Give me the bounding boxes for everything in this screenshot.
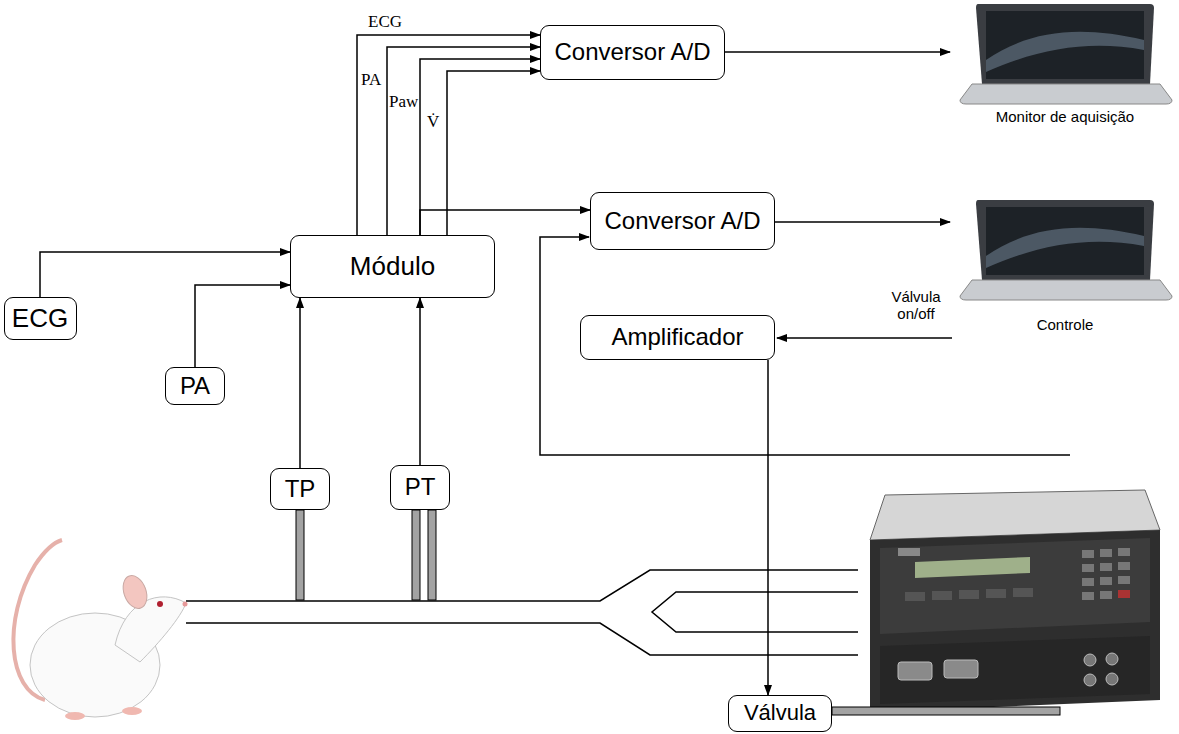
device-logo (898, 548, 920, 556)
signal-connector (420, 59, 540, 235)
box-label: PT (405, 474, 436, 500)
device-keypad (1082, 548, 1130, 600)
caption-label: Válvula on/off (884, 288, 948, 322)
key (1118, 562, 1130, 570)
button (959, 590, 979, 599)
valve-box: Válvula (728, 695, 832, 732)
rat-head (115, 597, 186, 662)
sensor-box: PA (165, 367, 225, 405)
device-body (870, 530, 1160, 712)
signal-connector (419, 298, 421, 465)
ventilator-wire (540, 237, 1070, 455)
signal-name: V̇ (427, 112, 439, 131)
device-connector (1106, 673, 1118, 685)
signal-connector (767, 360, 769, 695)
signal-connector (357, 35, 540, 235)
box-label: Conversor A/D (554, 39, 710, 65)
button (905, 592, 925, 601)
module-box: Módulo (290, 235, 495, 298)
data-wire (775, 221, 950, 223)
transducer-box: TP (270, 468, 330, 510)
sensor-box: ECG (4, 297, 77, 340)
button (1013, 588, 1033, 597)
rat-ear (119, 572, 151, 611)
screen-glare (986, 32, 1144, 72)
device-port (898, 662, 932, 680)
device-panel (880, 538, 1150, 634)
laptop-lid (976, 4, 1154, 84)
key (1100, 563, 1112, 571)
key (1100, 577, 1112, 585)
signal-connector (387, 47, 540, 235)
sensor-stem (428, 510, 436, 600)
device-buttons (905, 588, 1033, 601)
amplifier-box: Amplificador (580, 315, 775, 360)
laptop-lid (976, 200, 1154, 280)
box-label: PA (180, 373, 210, 399)
box-label: Válvula (744, 701, 816, 725)
signal-name: Paw (389, 92, 418, 111)
rat-foot (65, 712, 85, 720)
device-lower-panel (880, 636, 1150, 704)
rat-illustration (13, 540, 187, 720)
key (1118, 548, 1130, 556)
key (1100, 549, 1112, 557)
sensor-stem (296, 510, 304, 600)
valve-outlet (832, 707, 1060, 715)
signal-name: PA (361, 70, 381, 89)
button (986, 589, 1006, 598)
converter-box: Conversor A/D (590, 192, 775, 250)
sensor-stem (412, 510, 420, 600)
rat-nose (183, 602, 188, 607)
button (932, 591, 952, 600)
laptop-screen (986, 207, 1144, 275)
rat-foot (122, 707, 142, 715)
signal-connector (420, 210, 590, 235)
key (1100, 591, 1112, 599)
device-port (944, 660, 978, 678)
tube-wall (186, 570, 858, 601)
screen-glare (986, 228, 1144, 268)
key (1118, 590, 1130, 598)
box-label: Conversor A/D (604, 208, 760, 234)
device-connector (1106, 653, 1118, 665)
laptop-icon (960, 200, 1172, 300)
laptop-icon (960, 4, 1172, 104)
converter-box: Conversor A/D (540, 25, 725, 80)
caption-label: Controle (1000, 316, 1130, 333)
key (1082, 592, 1094, 600)
box-label: Amplificador (611, 324, 743, 350)
device-connector (1084, 674, 1096, 686)
laptop-base (960, 84, 1172, 104)
device-display (915, 557, 1030, 578)
key (1082, 564, 1094, 572)
signal-connector (40, 252, 290, 297)
caption-label: Monitor de aquisição (955, 108, 1175, 125)
signal-name: ECG (368, 12, 402, 31)
box-label: TP (285, 476, 316, 502)
box-label: ECG (12, 304, 68, 333)
laptop-base (960, 280, 1172, 300)
signal-connector (299, 298, 301, 468)
data-wire (725, 51, 950, 53)
key (1082, 578, 1094, 586)
tube-wall (186, 623, 858, 655)
ventilator-device (870, 490, 1160, 712)
airway-tube (186, 570, 858, 655)
key (1118, 576, 1130, 584)
tube-wall (652, 592, 858, 632)
control-wire (777, 337, 952, 339)
key (1082, 550, 1094, 558)
laptop-screen (986, 11, 1144, 79)
box-label: Módulo (350, 252, 435, 281)
transducer-box: PT (390, 465, 450, 510)
device-connector (1084, 654, 1096, 666)
signal-connector (195, 285, 290, 367)
rat-eye (157, 601, 163, 607)
